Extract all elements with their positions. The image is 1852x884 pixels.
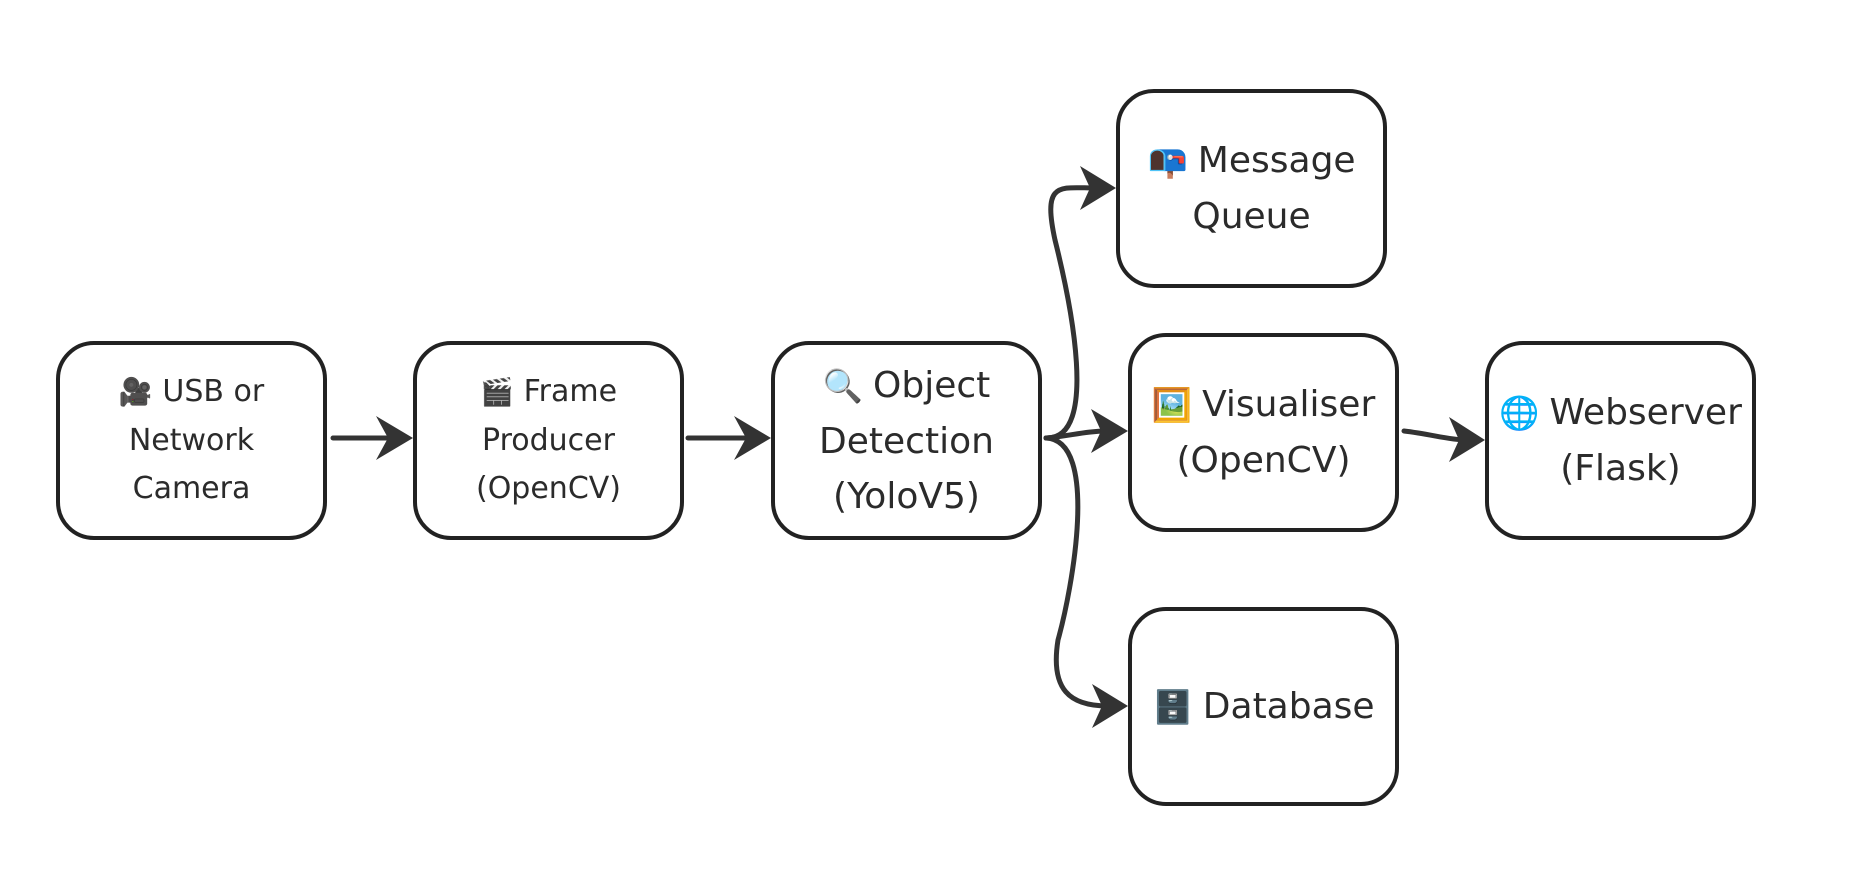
edge-detection-to-database — [1043, 435, 1111, 709]
node-webserver: 🌐Webserver (Flask) — [1485, 341, 1756, 540]
node-camera-line1: USB or — [162, 374, 265, 409]
node-object-detection: 🔍Object Detection (YoloV5) — [771, 341, 1042, 540]
node-message-queue: 📭Message Queue — [1116, 89, 1387, 288]
edge-detection-to-queue — [1043, 185, 1099, 441]
node-visualiser: 🖼️Visualiser (OpenCV) — [1128, 333, 1399, 532]
node-camera-label: 🎥 USB or Network Camera — [113, 368, 270, 513]
clapper-board-icon: 🎬 — [479, 377, 514, 408]
node-detection-line1: Object — [873, 364, 991, 406]
node-camera-line2: Network — [128, 423, 255, 458]
node-camera-line3: Camera — [132, 471, 251, 506]
node-queue-line1: Message — [1197, 140, 1356, 181]
arrowhead-detection — [734, 416, 771, 460]
framed-picture-icon: 🖼️ — [1151, 386, 1193, 424]
node-producer-line3: (OpenCV) — [475, 471, 621, 506]
node-webserver-line1: Webserver — [1549, 392, 1742, 433]
node-visualiser-line1: Visualiser — [1202, 384, 1376, 425]
arrowhead-database — [1092, 684, 1128, 728]
node-database-line1: Database — [1202, 685, 1375, 727]
arrowhead-visualiser — [1091, 409, 1128, 453]
magnifying-glass-icon: 🔍 — [822, 366, 864, 405]
node-webserver-label: 🌐Webserver (Flask) — [1493, 385, 1748, 496]
node-queue-label: 📭Message Queue — [1141, 133, 1361, 244]
node-frame-producer: 🎬 Frame Producer (OpenCV) — [413, 341, 684, 540]
node-detection-line2: Detection — [819, 420, 994, 462]
node-producer-line1: Frame — [523, 374, 618, 409]
node-detection-line3: (YoloV5) — [833, 475, 980, 517]
file-cabinet-icon: 🗄️ — [1152, 687, 1193, 726]
node-producer-line2: Producer — [482, 423, 615, 458]
node-database: 🗄️Database — [1128, 607, 1399, 806]
node-detection-label: 🔍Object Detection (YoloV5) — [813, 358, 1000, 524]
node-database-label: 🗄️Database — [1146, 679, 1380, 735]
globe-icon: 🌐 — [1499, 394, 1540, 432]
arrowhead-webserver — [1449, 417, 1485, 462]
node-camera: 🎥 USB or Network Camera — [56, 341, 327, 540]
video-camera-icon: 🎥 — [118, 377, 153, 408]
arrowhead-queue — [1080, 166, 1116, 210]
mailbox-icon: 📭 — [1147, 142, 1188, 180]
node-producer-label: 🎬 Frame Producer (OpenCV) — [470, 368, 627, 513]
arrowhead-producer — [376, 416, 413, 460]
node-visualiser-line2: (OpenCV) — [1176, 440, 1351, 481]
node-visualiser-label: 🖼️Visualiser (OpenCV) — [1146, 377, 1382, 488]
node-queue-line2: Queue — [1192, 196, 1311, 237]
node-webserver-line2: (Flask) — [1560, 448, 1681, 489]
